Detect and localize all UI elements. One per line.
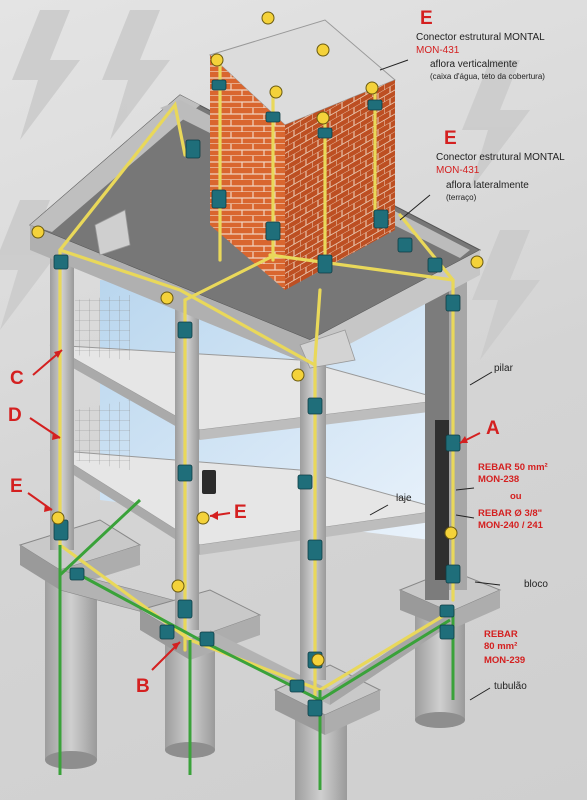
callout-e-mid-subtitle: aflora lateralmente: [446, 180, 529, 191]
red-arrowheads: [44, 350, 468, 650]
rebar50-or: ou: [510, 491, 522, 502]
leader-lines: [369, 59, 501, 701]
label-pilar: pilar: [494, 363, 513, 374]
callout-e-top-title: Conector estrutural MONTAL: [416, 32, 545, 43]
inspection-box: [202, 470, 216, 494]
callout-d: D: [8, 405, 22, 426]
callout-e-center: E: [234, 502, 247, 523]
label-bloco: bloco: [524, 579, 548, 590]
rebar50-line1: REBAR 50 mm²: [478, 462, 548, 473]
connectors: [53, 79, 461, 717]
label-laje: laje: [396, 493, 412, 504]
callout-e-top-note: (caixa d'água, teto da cobertura): [430, 72, 545, 81]
rebar80-line2: 80 mm²: [484, 641, 518, 652]
callout-e-top-subtitle: aflora verticalmente: [430, 59, 518, 70]
callout-e-mid-code: MON-431: [436, 165, 480, 176]
callout-e-mid-note: (terraço): [446, 193, 477, 202]
callout-e-mid-title: Conector estrutural MONTAL: [436, 152, 565, 163]
rebar50-line4: MON-240 / 241: [478, 520, 543, 531]
callout-e-top-code: MON-431: [416, 45, 460, 56]
callout-c: C: [10, 368, 24, 389]
callout-e-mid-letter: E: [444, 128, 457, 149]
label-tubulao: tubulão: [494, 681, 527, 692]
callout-e-top-letter: E: [420, 8, 433, 29]
rebar80-line1: REBAR: [484, 629, 518, 640]
callout-b: B: [136, 676, 150, 697]
rebar80-line3: MON-239: [484, 655, 526, 666]
background-bolts: [0, 10, 540, 360]
rebar50-line3: REBAR Ø 3/8": [478, 508, 543, 519]
callout-e-left: E: [10, 476, 23, 497]
rebar50-line2: MON-238: [478, 474, 520, 485]
terminal-discs: [31, 11, 484, 667]
callout-a: A: [486, 418, 500, 439]
